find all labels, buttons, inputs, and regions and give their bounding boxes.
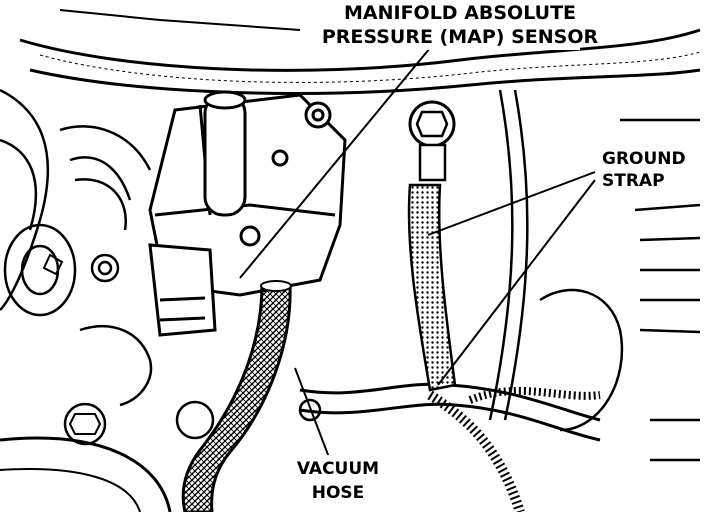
- ground-strap-label-line1: GROUND: [602, 149, 686, 169]
- left-engine-parts: [0, 88, 172, 513]
- leader-lines: [239, 41, 596, 461]
- callout-labels: MANIFOLD ABSOLUTE PRESSURE (MAP) SENSOR …: [285, 0, 702, 505]
- map-sensor: [148, 90, 347, 337]
- vacuum-hose-label-line1: VACUUM: [297, 459, 379, 479]
- ground-strap: [407, 100, 457, 392]
- map-sensor-label-line2: PRESSURE (MAP) SENSOR: [322, 26, 599, 48]
- map-sensor-label-line1: MANIFOLD ABSOLUTE: [344, 2, 576, 24]
- ground-strap-label-line2: STRAP: [602, 171, 665, 191]
- vacuum-hose-label-line2: HOSE: [312, 483, 365, 503]
